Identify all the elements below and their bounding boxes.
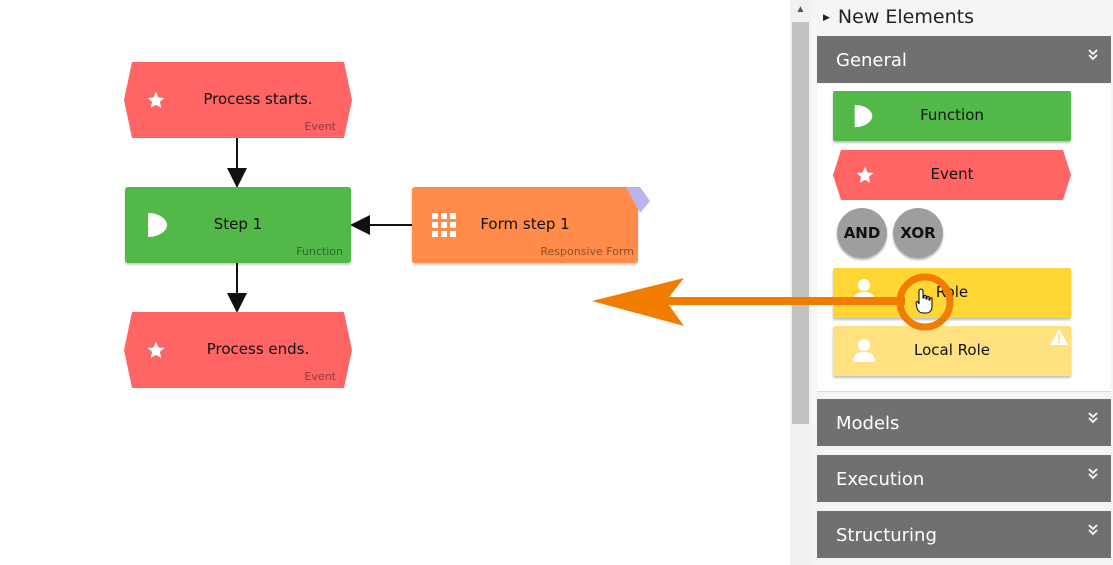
person-icon (853, 338, 875, 367)
event-node-process-ends[interactable]: Process ends. Event (124, 312, 352, 388)
warning-icon (1050, 329, 1068, 350)
node-title: Process ends. (206, 340, 310, 358)
star-icon (146, 340, 166, 365)
chevron-double-icon[interactable] (1087, 48, 1099, 64)
palette-xor-gateway[interactable]: XOR (893, 208, 943, 258)
section-label: General (836, 50, 907, 71)
palette-label: Event (930, 165, 974, 183)
play-icon (851, 103, 875, 134)
node-type: Event (304, 370, 336, 383)
palette-local-role[interactable]: Local Role (833, 326, 1071, 376)
scroll-up-arrow-icon[interactable]: ▲ (795, 4, 806, 15)
chevron-double-icon[interactable] (1087, 411, 1099, 427)
section-general[interactable]: General (817, 36, 1111, 83)
tag-icon (622, 187, 650, 218)
general-palette: Function Event AND XOR Role Local Role (817, 84, 1111, 392)
palette-label: Local Role (914, 341, 990, 359)
palette-event[interactable]: Event (833, 150, 1071, 200)
canvas-scrollbar[interactable]: ▲ (790, 0, 811, 565)
section-label: Models (836, 413, 900, 434)
new-elements-panel: ▶New Elements General Function Event AND… (811, 0, 1113, 565)
section-structuring[interactable]: Structuring (817, 511, 1111, 558)
section-execution[interactable]: Execution (817, 455, 1111, 502)
section-label: Execution (836, 469, 925, 490)
node-title: Process starts. (203, 90, 313, 108)
connectors (227, 138, 412, 313)
grid-icon (432, 213, 456, 242)
node-title: Form step 1 (480, 215, 570, 233)
star-icon (855, 165, 875, 190)
function-node-step-1[interactable]: Step 1 Function (125, 187, 351, 263)
node-title: Step 1 (213, 215, 263, 233)
caret-right-icon: ▶ (823, 12, 830, 23)
section-label: Structuring (836, 525, 937, 546)
section-models[interactable]: Models (817, 399, 1111, 446)
star-icon (146, 90, 166, 115)
palette-label: Role (935, 283, 969, 301)
palette-role[interactable]: Role (833, 268, 1071, 318)
chevron-double-icon[interactable] (1087, 467, 1099, 483)
node-type: Event (304, 120, 336, 133)
palette-label: Function (920, 106, 984, 124)
node-type: Function (296, 245, 343, 258)
chevron-double-icon[interactable] (1087, 523, 1099, 539)
play-icon (145, 211, 169, 244)
palette-function[interactable]: Function (833, 91, 1071, 141)
event-node-process-starts[interactable]: Process starts. Event (124, 62, 352, 138)
panel-title[interactable]: ▶New Elements (823, 6, 974, 28)
process-canvas[interactable]: Process starts. Event Step 1 Function Fo… (0, 0, 790, 565)
form-node-form-step-1[interactable]: Form step 1 Responsive Form (412, 187, 650, 263)
palette-and-gateway[interactable]: AND (837, 208, 887, 258)
scrollbar-thumb[interactable] (792, 22, 809, 424)
node-type: Responsive Form (540, 245, 634, 258)
